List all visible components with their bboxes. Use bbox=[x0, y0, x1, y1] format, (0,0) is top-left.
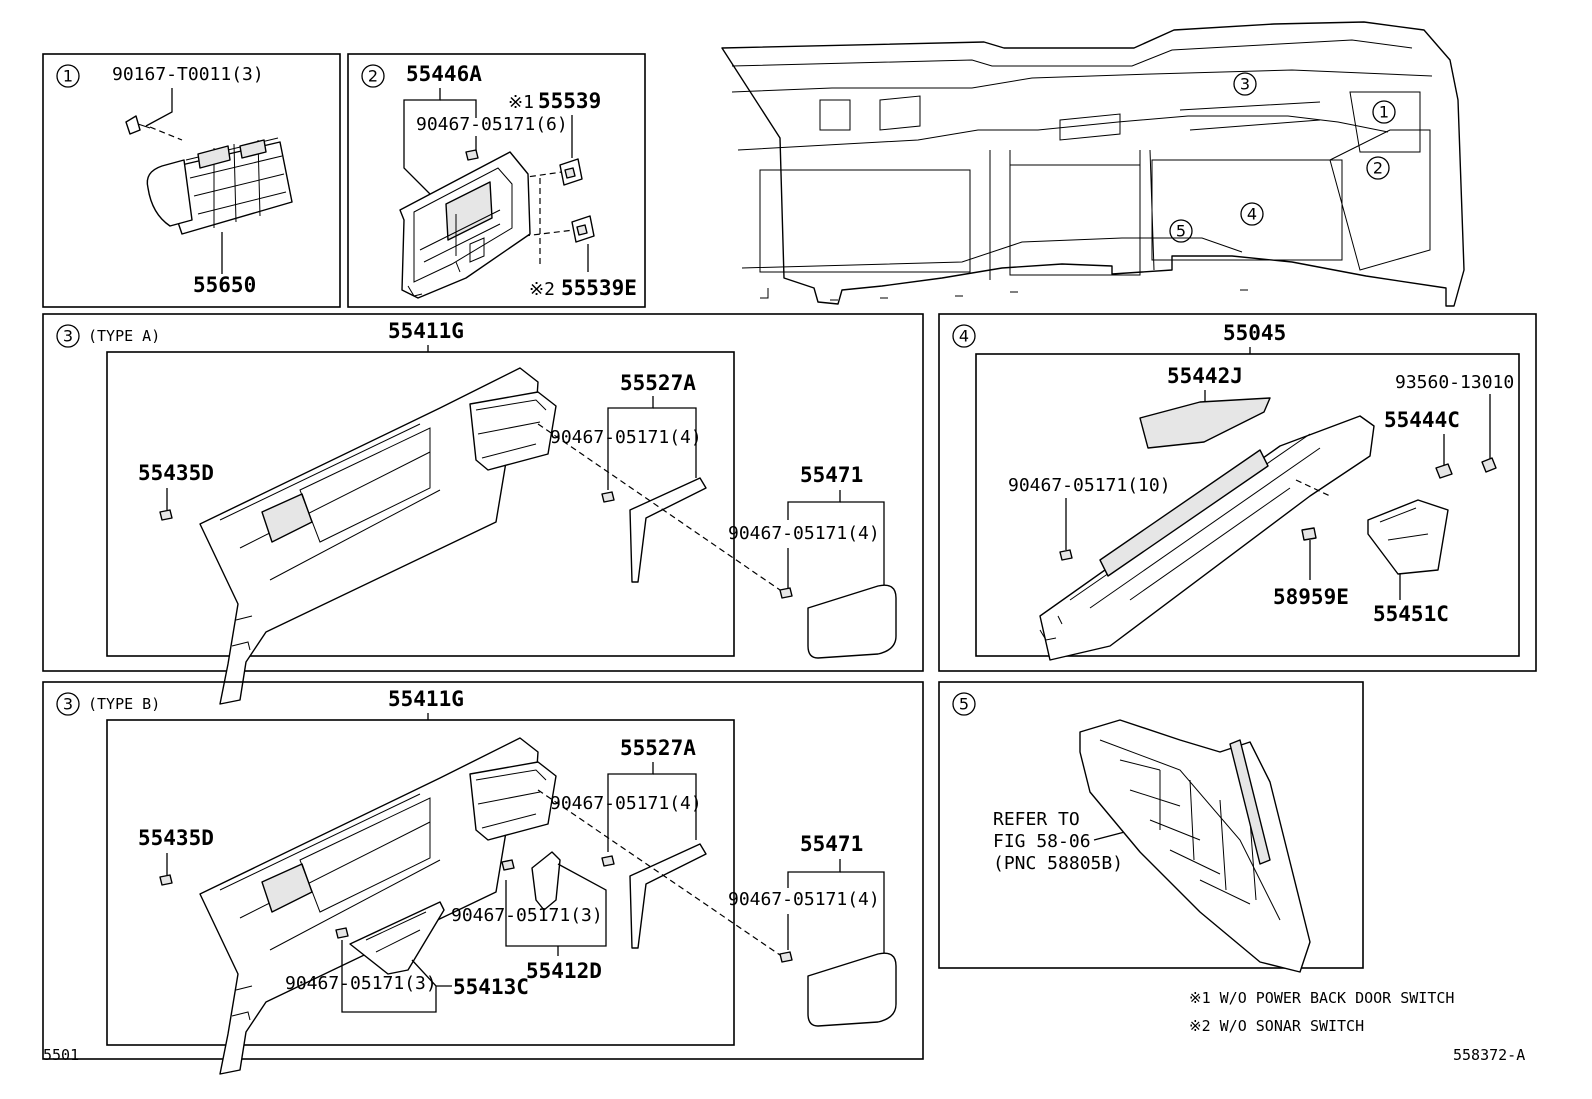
upper-55442J bbox=[1139, 397, 1271, 449]
type-b-label: (TYPE B) bbox=[88, 695, 160, 713]
overview-marker-1[interactable]: 1 bbox=[1379, 103, 1389, 122]
switch-55539E-part bbox=[571, 215, 595, 243]
panel-2: 2 55446A 90467-05171(6) ※1 55539 ※2 5553… bbox=[347, 53, 646, 308]
label-55471-a[interactable]: 55471 bbox=[800, 463, 863, 487]
overview-marker-4[interactable]: 4 bbox=[1247, 205, 1257, 224]
cover-55471-b bbox=[807, 952, 897, 1027]
bracket-58805B bbox=[1079, 719, 1311, 973]
footnote-2: ※2 W/O SONAR SWITCH bbox=[1189, 1017, 1364, 1035]
label-93560-13010[interactable]: 93560-13010 bbox=[1395, 372, 1514, 393]
page-code: 5501 bbox=[43, 1046, 79, 1064]
label-90467-05171-10[interactable]: 90467-05171(10) bbox=[1008, 475, 1171, 496]
overview-frame: 3 1 2 4 5 bbox=[721, 21, 1465, 307]
label-55527A-b[interactable]: 55527A bbox=[620, 736, 696, 760]
label-bracket-clip-a[interactable]: 90467-05171(4) bbox=[550, 427, 702, 448]
refer-line-3[interactable]: (PNC 58805B) bbox=[993, 853, 1123, 874]
refer-line-1: REFER TO bbox=[993, 809, 1080, 830]
label-55411G-b[interactable]: 55411G bbox=[388, 687, 464, 711]
label-55412D[interactable]: 55412D bbox=[526, 959, 602, 983]
label-55444C[interactable]: 55444C bbox=[1384, 408, 1460, 432]
part-55412D bbox=[501, 851, 561, 911]
type-a-label: (TYPE A) bbox=[88, 327, 160, 345]
bracket-55527A-a bbox=[601, 477, 707, 583]
marker-1: 1 bbox=[63, 67, 73, 86]
glovebox-door-55045 bbox=[1039, 415, 1375, 661]
panel-1: 1 90167-T0011(3) 55650 bbox=[42, 53, 341, 308]
label-mid-clip[interactable]: 90467-05171(3) bbox=[451, 905, 603, 926]
clip-part bbox=[465, 149, 479, 161]
label-58959E[interactable]: 58959E bbox=[1273, 585, 1349, 609]
footnote-1: ※1 W/O POWER BACK DOOR SWITCH bbox=[1189, 989, 1454, 1007]
lower-panel-55411G-a bbox=[199, 367, 557, 705]
label-low-clip[interactable]: 90467-05171(3) bbox=[285, 973, 437, 994]
label-55471-b[interactable]: 55471 bbox=[800, 832, 863, 856]
note-mark-1: ※1 bbox=[508, 92, 534, 113]
figure-code: 558372-A bbox=[1453, 1046, 1525, 1064]
label-55451C[interactable]: 55451C bbox=[1373, 602, 1449, 626]
switch-55539-part bbox=[559, 158, 583, 186]
label-55413C[interactable]: 55413C bbox=[453, 975, 529, 999]
label-55446A[interactable]: 55446A bbox=[406, 62, 482, 86]
panel-3-type-b: 3 (TYPE B) 55411G 55435D 55527A 90467-05… bbox=[42, 681, 924, 1075]
label-55442J[interactable]: 55442J bbox=[1167, 364, 1243, 388]
label-55650[interactable]: 55650 bbox=[193, 273, 256, 297]
panel-55446A-part bbox=[399, 151, 531, 299]
marker-3a: 3 bbox=[63, 327, 73, 346]
marker-3b: 3 bbox=[63, 695, 73, 714]
screw-part bbox=[125, 115, 151, 135]
marker-2: 2 bbox=[368, 67, 378, 86]
marker-circle-1 bbox=[56, 64, 80, 88]
part-55413C bbox=[335, 901, 445, 975]
marker-5: 5 bbox=[959, 695, 969, 714]
overview-marker-3[interactable]: 3 bbox=[1240, 75, 1250, 94]
panel-5: 5 REFER TO FIG 58-06 (PNC 58805B) bbox=[938, 681, 1364, 973]
label-55411G-a[interactable]: 55411G bbox=[388, 319, 464, 343]
label-55045[interactable]: 55045 bbox=[1223, 321, 1286, 345]
vent-55650-part bbox=[146, 137, 293, 235]
bracket-55527A-b bbox=[601, 843, 707, 949]
refer-line-2[interactable]: FIG 58-06 bbox=[993, 831, 1091, 852]
label-55435D-b[interactable]: 55435D bbox=[138, 826, 214, 850]
label-55539E[interactable]: 55539E bbox=[561, 276, 637, 300]
label-cover-clip-b[interactable]: 90467-05171(4) bbox=[728, 889, 880, 910]
label-cover-clip-a[interactable]: 90467-05171(4) bbox=[728, 523, 880, 544]
panel-3-type-a: 3 (TYPE A) 55411G 55435D 55527A 90467-05… bbox=[42, 313, 924, 705]
panel-4: 4 55045 55442J 93560-13010 55444C 90467-… bbox=[938, 313, 1537, 672]
label-55435D-a[interactable]: 55435D bbox=[138, 461, 214, 485]
label-90167-T0011[interactable]: 90167-T0011(3) bbox=[112, 64, 264, 85]
overview-marker-2[interactable]: 2 bbox=[1373, 159, 1383, 178]
cover-55471-a bbox=[807, 584, 897, 659]
overview-marker-5[interactable]: 5 bbox=[1176, 222, 1186, 241]
note-mark-2: ※2 bbox=[529, 279, 555, 300]
label-55527A-a[interactable]: 55527A bbox=[620, 371, 696, 395]
label-55539[interactable]: 55539 bbox=[538, 89, 601, 113]
label-bracket-clip-b[interactable]: 90467-05171(4) bbox=[550, 793, 702, 814]
marker-4: 4 bbox=[959, 327, 969, 346]
label-90467-05171-6[interactable]: 90467-05171(6) bbox=[416, 114, 568, 135]
